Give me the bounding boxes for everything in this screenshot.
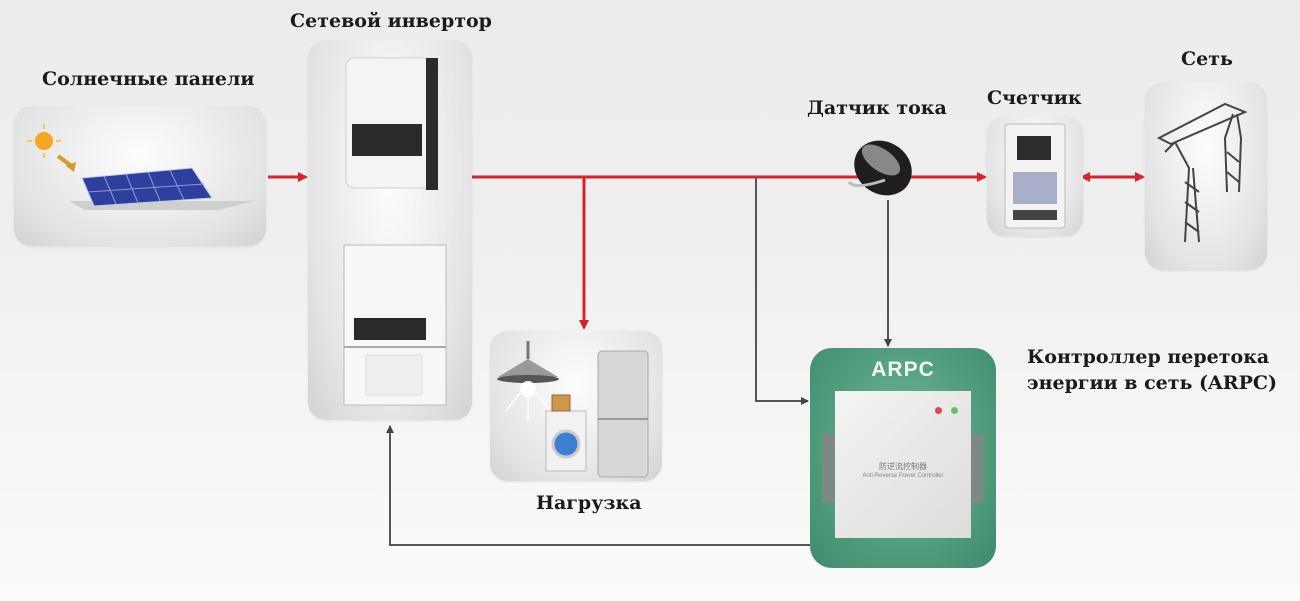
- solar-panels-node: [14, 106, 266, 246]
- household-appliances-icon: [497, 341, 649, 478]
- meter-label: Счетчик: [987, 87, 1082, 109]
- grid-inverter-label: Сетевой инвертор: [290, 10, 492, 32]
- grid-inverter-node: [308, 40, 472, 420]
- meter-node: [987, 116, 1083, 236]
- signal-line-arpc-to-inverter: [386, 425, 810, 546]
- inverter-icon: [343, 57, 447, 406]
- arpc-device-title: ARPC: [871, 358, 935, 381]
- green-led-icon: [951, 407, 958, 414]
- load-node: [490, 331, 662, 481]
- load-label: Нагрузка: [536, 492, 642, 514]
- red-led-icon: [935, 407, 942, 414]
- arpc-label-line1: Контроллер перетока: [1027, 346, 1270, 368]
- power-tower-icon: [1156, 102, 1248, 243]
- arpc-label-line2: энергии в сеть (ARPC): [1027, 372, 1277, 394]
- current-sensor-icon: [847, 140, 912, 196]
- solar-panel-icon: [27, 124, 254, 210]
- signal-line-bus-to-arpc: [755, 177, 809, 405]
- arpc-left-bracket: [822, 433, 836, 503]
- solar-panels-label: Солнечные панели: [42, 68, 255, 90]
- arpc-panel-text-en: Anti-Reverse Power Controller: [862, 473, 944, 479]
- grid-node: [1145, 82, 1267, 270]
- arpc-node: ARPC 防逆流控制器 Anti-Reverse Power Controlle…: [810, 348, 996, 568]
- arpc-right-bracket: [970, 433, 984, 503]
- arpc-panel-text-cn: 防逆流控制器: [879, 462, 927, 471]
- grid-label: Сеть: [1181, 48, 1233, 70]
- electric-meter-icon: [1004, 123, 1066, 229]
- current-sensor-label: Датчик тока: [807, 97, 947, 119]
- arpc-front-panel: 防逆流控制器 Anti-Reverse Power Controller: [835, 391, 971, 538]
